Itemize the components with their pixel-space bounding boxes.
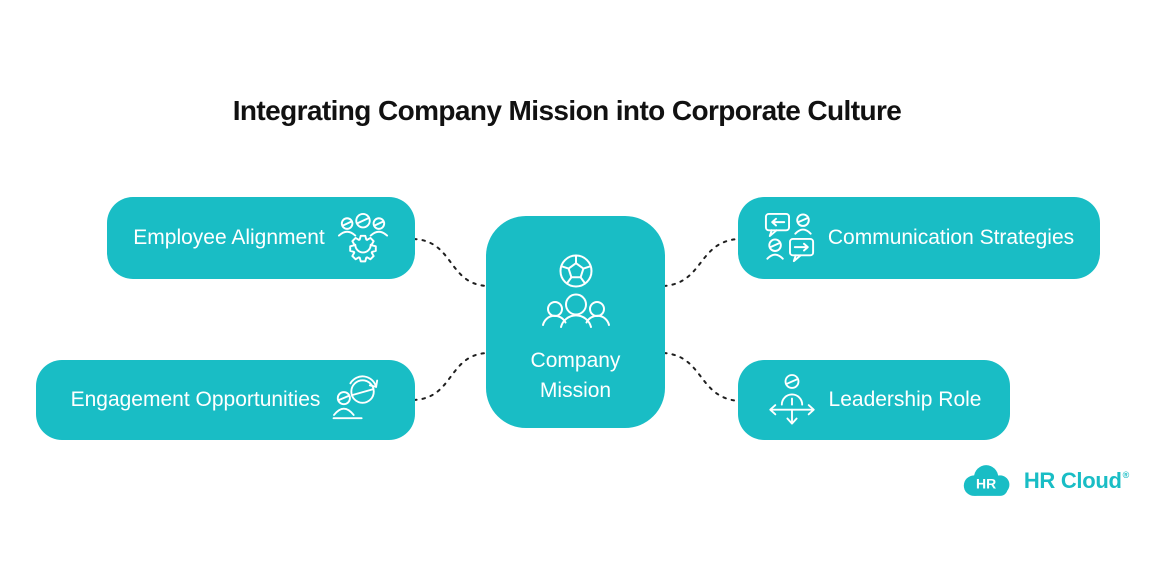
person-cycle-icon bbox=[333, 375, 379, 420]
hr-cloud-logo: HR HR Cloud® bbox=[961, 462, 1130, 500]
node-company-mission-label: Company Mission bbox=[530, 348, 621, 402]
infographic-title: Integrating Company Mission into Corpora… bbox=[232, 95, 902, 126]
registered-mark: ® bbox=[1122, 469, 1130, 480]
node-communication-strategies-label: Communication Strategies bbox=[827, 225, 1075, 249]
connector-employee-to-center bbox=[413, 238, 488, 287]
node-employee-alignment-label: Employee Alignment bbox=[133, 225, 325, 249]
node-company-mission: Company Mission bbox=[486, 216, 665, 428]
node-leadership-role: Leadership Role bbox=[738, 360, 1010, 440]
mission-people-icon bbox=[541, 254, 610, 328]
hr-cloud-badge-icon: HR bbox=[963, 465, 1010, 496]
node-engagement-opportunities: Engagement Opportunities bbox=[36, 360, 415, 440]
connector-center-to-communication bbox=[663, 238, 740, 287]
hr-cloud-wordmark: HR Cloud® bbox=[1023, 468, 1130, 494]
node-leadership-role-label: Leadership Role bbox=[828, 387, 982, 411]
chat-people-icon bbox=[764, 212, 814, 263]
node-engagement-opportunities-label: Engagement Opportunities bbox=[70, 387, 321, 411]
node-communication-strategies: Communication Strategies bbox=[738, 197, 1100, 279]
node-employee-alignment: Employee Alignment bbox=[107, 197, 415, 279]
person-direction-icon bbox=[768, 374, 815, 425]
people-gear-icon bbox=[337, 212, 388, 263]
connector-center-to-leadership bbox=[663, 352, 740, 402]
hr-cloud-badge-text: HR bbox=[976, 475, 996, 491]
hr-cloud-brand-text: HR Cloud bbox=[1023, 468, 1122, 493]
connector-engagement-to-center bbox=[413, 352, 488, 401]
